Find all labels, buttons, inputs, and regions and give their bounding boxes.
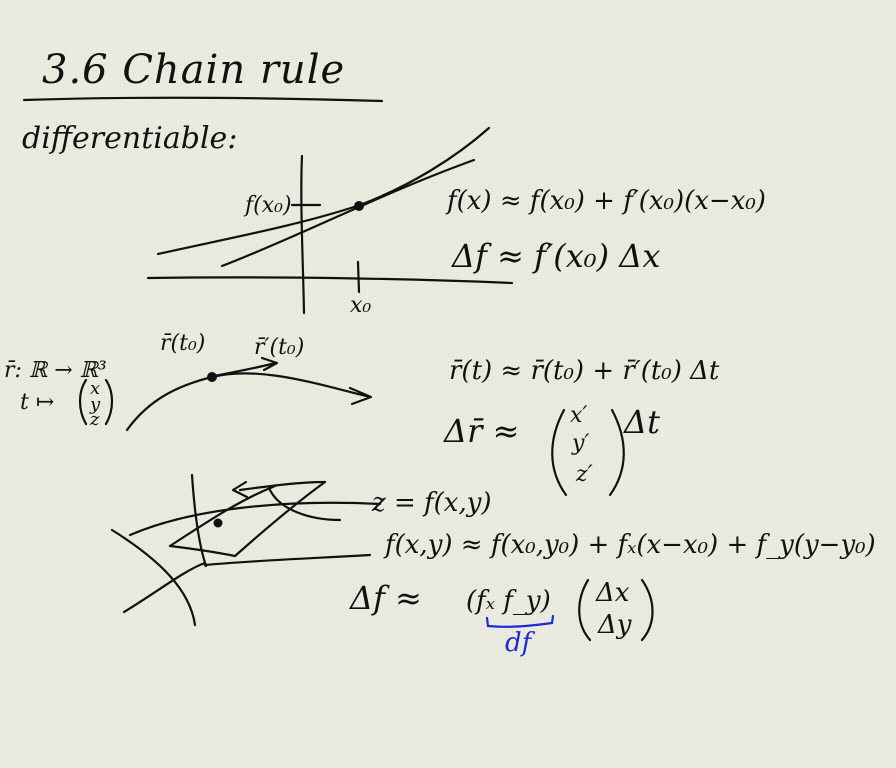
df-label: df bbox=[505, 628, 532, 658]
dr-vector-lparen bbox=[551, 408, 568, 497]
page-title: 3.6 Chain rule bbox=[42, 47, 346, 93]
surface-left-edge bbox=[110, 528, 197, 627]
gradient-column-dx: Δx bbox=[596, 578, 630, 608]
surface-definition: z = f(x,y) bbox=[372, 488, 492, 518]
page-subtitle: differentiable: bbox=[22, 121, 238, 156]
surface-point bbox=[213, 518, 223, 528]
curve2-arrowhead bbox=[348, 386, 373, 406]
map-vector-lparen bbox=[78, 378, 88, 426]
gradient-lhs: Δf ≈ bbox=[350, 579, 422, 617]
tangent-plane-edge4 bbox=[168, 544, 237, 558]
tangent-plane-edge1 bbox=[168, 484, 277, 548]
delta-r-rhs: Δt bbox=[624, 403, 660, 441]
tangent-plane-edge2 bbox=[238, 480, 327, 492]
delta-vector-lparen bbox=[578, 578, 592, 642]
delta-r-lhs: Δr̄ ≈ bbox=[444, 412, 520, 450]
delta-r-vector-x: x′ bbox=[570, 403, 588, 428]
curve2 bbox=[125, 372, 372, 432]
curve2-point bbox=[207, 372, 217, 382]
label-r-t0: r̄(t₀) bbox=[160, 331, 206, 356]
delta-r-vector-z: z′ bbox=[576, 462, 593, 487]
plot1-x-axis bbox=[146, 276, 514, 285]
map-vector-x: x bbox=[90, 378, 101, 399]
label-r-prime-t0: r̄′(t₀) bbox=[254, 335, 305, 360]
label-x0: x₀ bbox=[350, 293, 372, 318]
surface-axis-z bbox=[190, 473, 208, 568]
plot1-tangent bbox=[220, 158, 476, 268]
delta-r-vector-y: y′ bbox=[572, 431, 590, 456]
linear-approx-equation: f(x) ≈ f(x₀) + f′(x₀)(x−x₀) bbox=[447, 186, 766, 216]
tangent-plane-arrowhead bbox=[231, 480, 249, 499]
map-vector-y: y bbox=[90, 394, 101, 415]
title-underline bbox=[22, 96, 384, 103]
gradient-row-vector: (fₓ f_y) bbox=[466, 586, 551, 616]
surface-mid-line bbox=[268, 488, 342, 522]
label-fx0: f(x₀) bbox=[245, 193, 292, 218]
plot1-point bbox=[354, 201, 364, 211]
surface-right-edge bbox=[122, 561, 207, 614]
tangent-plane-edge3 bbox=[233, 480, 327, 558]
tangent-plane-equation: f(x,y) ≈ f(x₀,y₀) + fₓ(x−x₀) + f_y(y−y₀) bbox=[385, 530, 876, 560]
df-brace bbox=[485, 614, 555, 628]
map-vector-rparen bbox=[104, 378, 114, 426]
tangent2-arrowhead bbox=[260, 356, 279, 372]
gradient-column-dy: Δy bbox=[598, 610, 632, 640]
tangent2-arrow bbox=[212, 361, 278, 378]
surface-top-arc bbox=[128, 501, 382, 537]
surface-bottom-arc bbox=[203, 553, 372, 567]
curve-approx-equation: r̄(t) ≈ r̄(t₀) + r̄′(t₀) Δt bbox=[449, 356, 720, 386]
map-definition: r̄: ℝ → ℝ³ bbox=[4, 358, 107, 383]
plot1-x0-tick bbox=[356, 260, 361, 294]
map-vector-z: z bbox=[90, 409, 100, 430]
map-assignment: t ↦ bbox=[20, 390, 55, 415]
dr-vector-rparen bbox=[608, 408, 625, 497]
delta-f-equation: Δf ≈ f′(x₀) Δx bbox=[452, 237, 661, 275]
plot1-y-axis bbox=[300, 154, 306, 315]
delta-vector-rparen bbox=[640, 578, 654, 642]
